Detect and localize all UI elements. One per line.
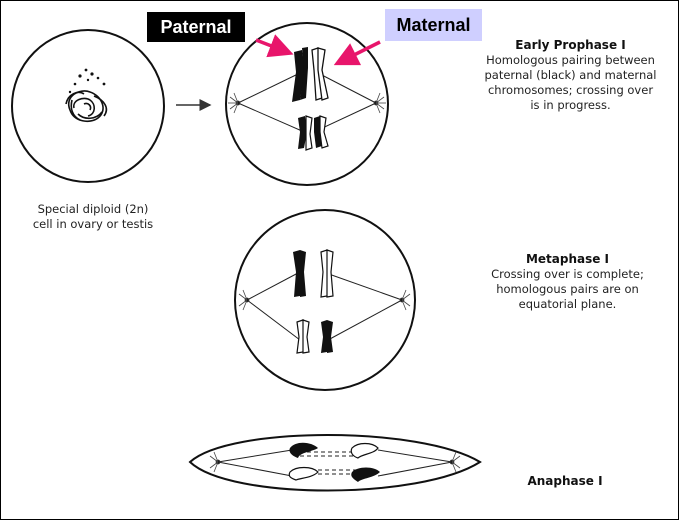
centrosome-right [450, 452, 460, 472]
anaphase-cell [190, 435, 480, 491]
paternal-chromosome-large [292, 47, 308, 102]
centrosome-right [400, 290, 410, 310]
centrosome-left [210, 452, 220, 472]
centrosome-left [239, 290, 249, 310]
chromatin-dots [69, 69, 106, 94]
caption-line: chromosomes; crossing over [468, 83, 673, 98]
caption-line: is in progress. [468, 98, 673, 113]
caption-line: paternal (black) and maternal [468, 68, 673, 83]
special-diploid-cell [12, 30, 164, 182]
nucleus-chromatin [66, 91, 106, 121]
caption-line: homologous pairs are on [470, 282, 665, 297]
metaphase-chromosomes-small [297, 320, 333, 353]
centrosome-right [374, 93, 386, 113]
paternal-pointer-arrow [256, 40, 287, 52]
prophase-caption: Early Prophase I Homologous pairing betw… [468, 38, 673, 113]
special-cell-caption: Special diploid (2n) cell in ovary or te… [8, 202, 178, 232]
maternal-label: Maternal [385, 9, 482, 41]
caption-line: cell in ovary or testis [8, 217, 178, 232]
small-chromosome-pair [298, 116, 328, 150]
metaphase-chromosomes-large [293, 250, 333, 297]
stage-title: Early Prophase I [468, 38, 673, 53]
metaphase-cell [235, 210, 415, 390]
metaphase-caption: Metaphase I Crossing over is complete; h… [470, 252, 665, 312]
prophase-cell [226, 23, 388, 185]
anaphase-caption: Anaphase I [500, 474, 630, 489]
paternal-label: Paternal [147, 12, 245, 42]
maternal-chromosome-large [312, 48, 328, 100]
centrosome-left [228, 93, 240, 113]
stage-title: Metaphase I [470, 252, 665, 267]
caption-line: equatorial plane. [470, 297, 665, 312]
anaphase-chromosomes-right [351, 444, 380, 483]
caption-line: Special diploid (2n) [8, 202, 178, 217]
caption-line: Homologous pairing between [468, 53, 673, 68]
stage-title: Anaphase I [500, 474, 630, 489]
caption-line: Crossing over is complete; [470, 267, 665, 282]
anaphase-chromosomes-left [289, 443, 318, 480]
spindle-fibers [218, 450, 452, 476]
